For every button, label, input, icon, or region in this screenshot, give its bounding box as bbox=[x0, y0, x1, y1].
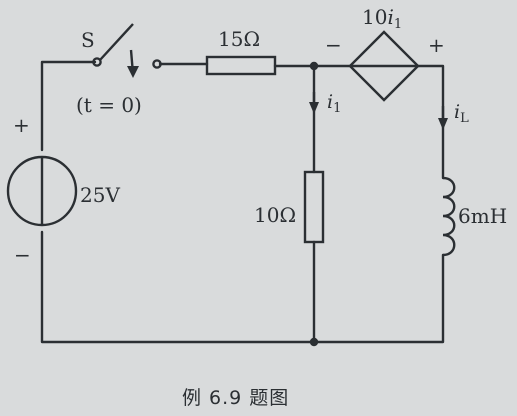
switch-timing-label: (t = 0) bbox=[76, 93, 142, 117]
dep-source-value-label: 10i1 bbox=[362, 5, 402, 32]
current-i1-label: i1 bbox=[327, 91, 341, 116]
dep-source-minus-label: − bbox=[325, 33, 342, 57]
dependent-voltage-source bbox=[348, 30, 420, 102]
current-i1-subscript: 1 bbox=[333, 101, 341, 116]
dep-source-variable: i bbox=[387, 5, 393, 29]
wire-dep-source-to-inductor bbox=[416, 64, 445, 180]
current-arrowhead-iL-icon bbox=[438, 118, 448, 130]
resistor-15-ohm-label: 15Ω bbox=[218, 27, 260, 51]
switch-contact-left bbox=[92, 57, 102, 67]
wire-left-bottom bbox=[40, 230, 445, 344]
inductor-value-label: 6mH bbox=[458, 204, 507, 228]
dep-source-plus-label: + bbox=[428, 33, 445, 57]
resistor-15-ohm bbox=[205, 55, 277, 76]
current-iL-subscript: L bbox=[460, 111, 469, 126]
switch-contact-right bbox=[152, 59, 162, 69]
source-value-label: 25V bbox=[80, 183, 120, 207]
current-iL-variable: i bbox=[454, 101, 460, 123]
switch-label: S bbox=[81, 28, 95, 52]
resistor-10-ohm-label: 10Ω bbox=[254, 203, 296, 227]
dep-source-coefficient: 10 bbox=[362, 5, 387, 29]
figure-caption: 例 6.9 题图 bbox=[182, 387, 289, 409]
source-minus-label: − bbox=[14, 243, 31, 267]
inductor-coil bbox=[442, 176, 456, 257]
current-i1-variable: i bbox=[327, 91, 333, 113]
dep-source-subscript: 1 bbox=[394, 17, 402, 32]
switch-blade bbox=[99, 23, 134, 61]
switch-arrowhead-icon bbox=[127, 66, 139, 78]
source-plus-label: + bbox=[13, 113, 30, 137]
current-iL-label: iL bbox=[454, 101, 469, 126]
junction-node-top bbox=[309, 61, 319, 71]
current-arrowhead-i1-icon bbox=[309, 102, 319, 114]
wire-left-top bbox=[40, 60, 97, 152]
resistor-10-ohm bbox=[303, 170, 325, 244]
junction-node-bottom bbox=[309, 337, 319, 347]
